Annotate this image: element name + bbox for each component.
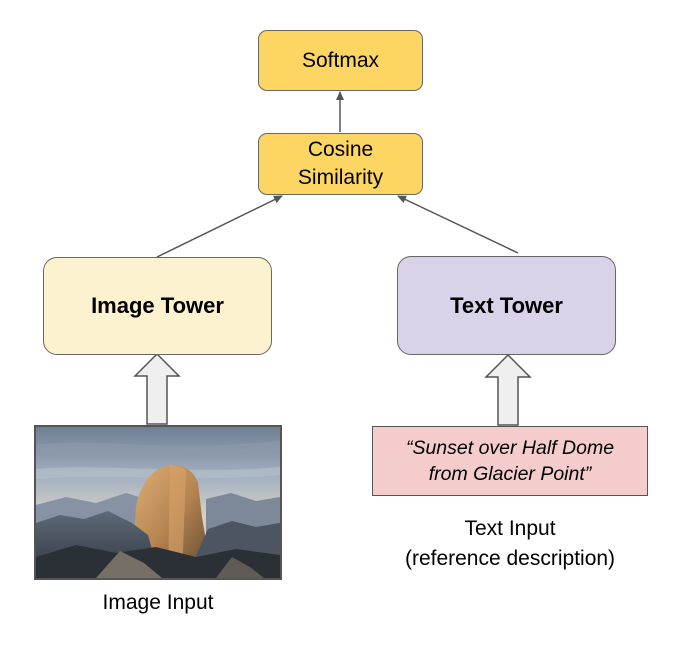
image-input-photo	[34, 425, 282, 580]
text-tower-node: Text Tower	[397, 256, 616, 355]
text-input-caption-line1: Text Input	[464, 517, 556, 540]
arrow-text-tower-to-cosine	[397, 195, 519, 254]
image-input-caption-text: Image Input	[102, 591, 214, 614]
image-tower-node: Image Tower	[43, 257, 272, 355]
cosine-similarity-label-line2: Similarity	[297, 166, 384, 189]
mountain-landscape-picture	[36, 427, 280, 578]
cosine-similarity-label-line1: Cosine	[307, 138, 374, 161]
text-input-line1: “Sunset over Half Dome	[405, 437, 615, 459]
arrow-image-tower-to-cosine	[156, 195, 283, 258]
softmax-label: Softmax	[301, 48, 380, 72]
text-input-line2: from Glacier Point”	[428, 463, 592, 485]
text-input-caption: Text Input (reference description)	[372, 514, 648, 574]
text-tower-label: Text Tower	[450, 292, 563, 318]
text-input-box: “Sunset over Half Dome from Glacier Poin…	[372, 426, 648, 496]
softmax-node: Softmax	[258, 30, 423, 91]
image-tower-label: Image Tower	[91, 293, 224, 318]
cosine-similarity-node: Cosine Similarity	[258, 133, 423, 195]
hollow-arrow-text-input-to-tower	[484, 353, 532, 426]
image-input-caption: Image Input	[34, 588, 282, 618]
hollow-arrow-image-input-to-tower	[133, 352, 181, 425]
text-input-caption-line2: (reference description)	[404, 547, 616, 570]
